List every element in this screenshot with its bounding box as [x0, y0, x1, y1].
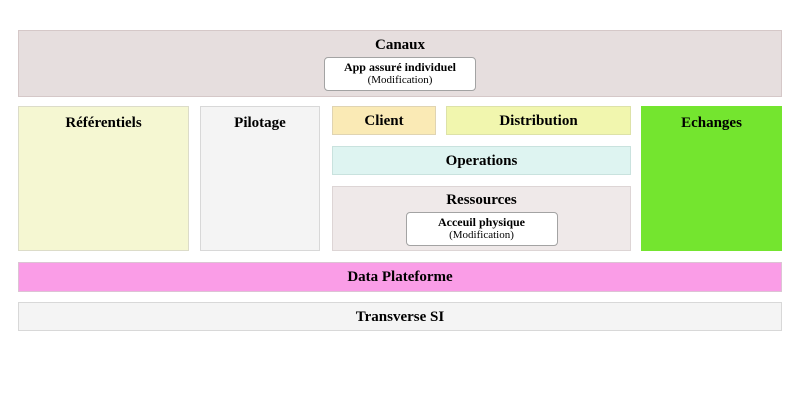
block-distribution: Distribution: [446, 106, 631, 135]
app-box-acceuil-physique-status: (Modification): [449, 229, 514, 241]
block-pilotage-title: Pilotage: [234, 115, 286, 131]
block-data-plateforme-title: Data Plateforme: [347, 269, 453, 285]
app-box-assure-individuel[interactable]: App assuré individuel (Modification): [324, 57, 476, 91]
block-ressources-title: Ressources: [446, 192, 517, 208]
block-pilotage: Pilotage: [200, 106, 320, 251]
block-data-plateforme: Data Plateforme: [18, 262, 782, 292]
middle-column: Client Distribution Operations Ressource…: [332, 106, 631, 251]
block-distribution-title: Distribution: [499, 112, 578, 129]
block-operations-title: Operations: [445, 152, 518, 169]
block-referentiels: Référentiels: [18, 106, 189, 251]
block-canaux: Canaux App assuré individuel (Modificati…: [18, 30, 782, 97]
block-client: Client: [332, 106, 436, 135]
block-echanges: Echanges: [641, 106, 782, 251]
app-box-acceuil-physique[interactable]: Acceuil physique (Modification): [405, 212, 558, 246]
block-ressources: Ressources Acceuil physique (Modificatio…: [332, 186, 631, 251]
block-client-title: Client: [364, 112, 404, 129]
block-canaux-title: Canaux: [374, 37, 426, 53]
block-operations: Operations: [332, 146, 631, 175]
block-echanges-title: Echanges: [681, 115, 742, 131]
block-transverse-si-title: Transverse SI: [355, 308, 445, 325]
block-transverse-si: Transverse SI: [18, 302, 782, 331]
app-box-acceuil-physique-name: Acceuil physique: [437, 215, 525, 229]
block-referentiels-title: Référentiels: [65, 115, 142, 131]
app-box-assure-individuel-status: (Modification): [367, 74, 433, 86]
app-box-assure-individuel-name: App assuré individuel: [343, 60, 457, 74]
